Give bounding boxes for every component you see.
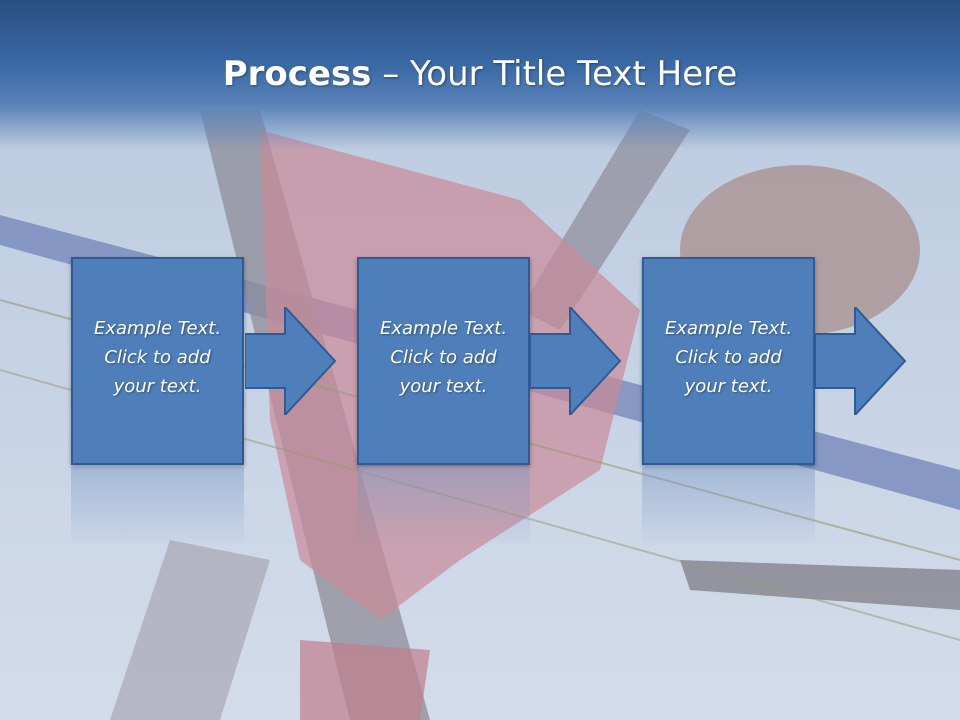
step-line-3: your text.	[113, 376, 202, 397]
step-2-reflection	[357, 467, 530, 547]
process-step-text: Example Text. Click to add your text.	[644, 314, 813, 401]
process-arrow-1	[245, 307, 337, 415]
step-line-2: Click to add	[675, 347, 782, 368]
slide-title[interactable]: Process – Your Title Text Here	[0, 52, 960, 96]
process-step-text: Example Text. Click to add your text.	[73, 314, 242, 401]
step-line-2: Click to add	[104, 347, 211, 368]
process-arrow-2	[530, 307, 622, 415]
step-line-2: Click to add	[390, 347, 497, 368]
step-line-3: your text.	[399, 376, 488, 397]
process-step-2[interactable]: Example Text. Click to add your text.	[357, 257, 530, 465]
title-bold: Process	[222, 54, 372, 94]
title-band	[0, 0, 960, 150]
process-step-3[interactable]: Example Text. Click to add your text.	[642, 257, 815, 465]
step-line-1: Example Text.	[664, 318, 793, 339]
title-rest: – Your Title Text Here	[371, 54, 738, 94]
step-1-reflection	[71, 467, 244, 547]
step-3-reflection	[642, 467, 815, 547]
process-step-text: Example Text. Click to add your text.	[359, 314, 528, 401]
process-step-1[interactable]: Example Text. Click to add your text.	[71, 257, 244, 465]
step-line-3: your text.	[684, 376, 773, 397]
step-line-1: Example Text.	[93, 318, 222, 339]
step-line-1: Example Text.	[379, 318, 508, 339]
process-arrow-3	[815, 307, 907, 415]
